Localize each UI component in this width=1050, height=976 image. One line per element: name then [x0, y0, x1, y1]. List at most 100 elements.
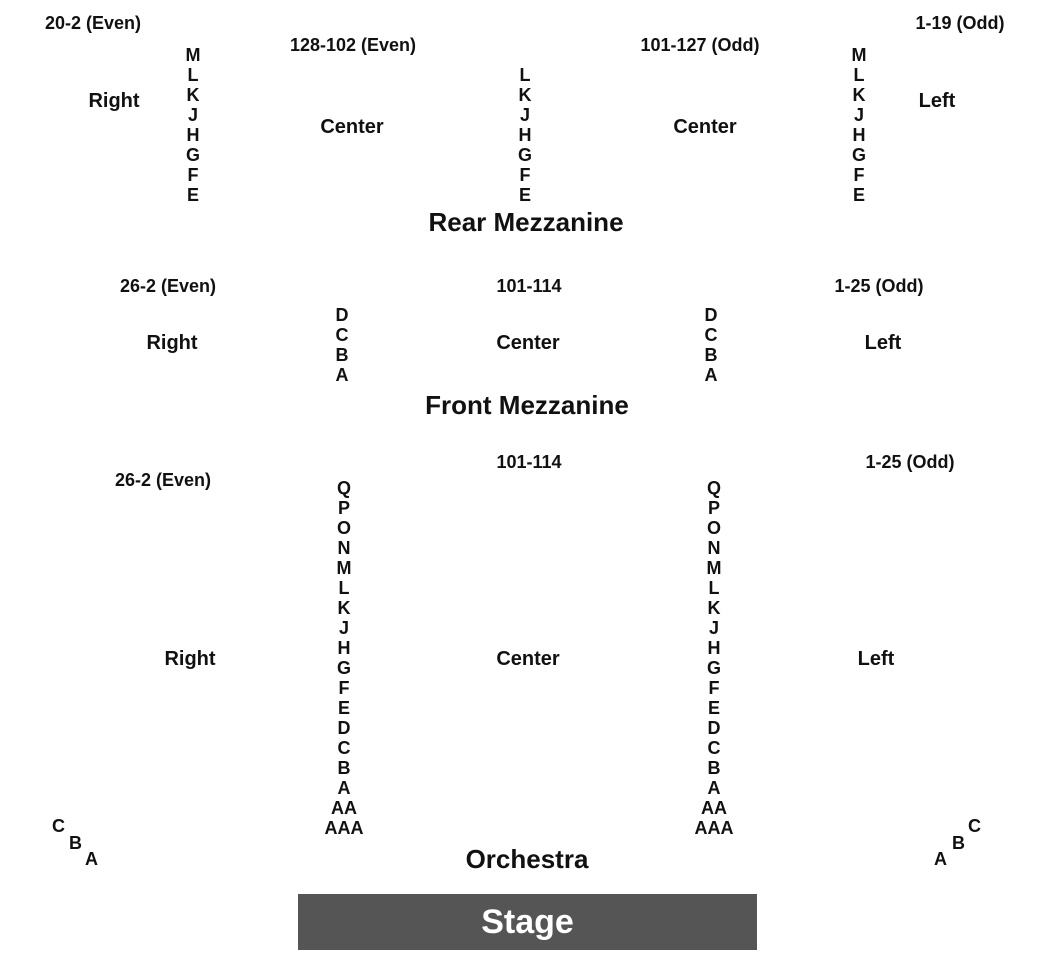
orchestra-box-right-row-c: C [52, 816, 65, 836]
rear-mezz-area-right: Right [88, 90, 140, 112]
row-label: D [704, 305, 718, 325]
row-label: L [853, 65, 865, 85]
front-mezz-range-right: 26-2 (Even) [119, 276, 217, 296]
row-label: A [335, 365, 349, 385]
row-label: B [337, 758, 351, 778]
row-label: F [519, 165, 531, 185]
row-label: L [187, 65, 199, 85]
row-label: K [518, 85, 532, 105]
row-label: E [337, 698, 350, 718]
orchestra-box-right-row-b: B [69, 833, 82, 853]
row-label: G [185, 145, 200, 165]
row-label: J [708, 618, 719, 638]
front-mezz-area-right: Right [146, 332, 198, 354]
rear-mezz-range-center-right: 128-102 (Even) [289, 35, 417, 55]
row-label: G [336, 658, 351, 678]
row-label: M [851, 45, 867, 65]
row-label: M [336, 558, 352, 578]
row-label: L [708, 578, 720, 598]
front-mezz-area-center: Center [496, 332, 560, 354]
row-label: AA [701, 798, 727, 818]
rear-mezz-area-center-left: Center [673, 116, 737, 138]
row-label: E [186, 185, 199, 205]
row-label: J [187, 105, 198, 125]
row-label: D [707, 718, 721, 738]
rear-mezz-area-center-right: Center [320, 116, 384, 138]
row-label: F [708, 678, 720, 698]
row-label: A [704, 365, 718, 385]
row-label: H [186, 125, 200, 145]
row-label: J [338, 618, 349, 638]
row-label: D [337, 718, 351, 738]
row-label: M [185, 45, 201, 65]
rear-mezz-area-left: Left [918, 90, 956, 112]
stage: Stage [298, 894, 757, 950]
row-label: G [851, 145, 866, 165]
row-label: A [707, 778, 721, 798]
row-label: K [852, 85, 866, 105]
row-label: F [187, 165, 199, 185]
row-label: E [707, 698, 720, 718]
rear-mezz-range-right-outer: 20-2 (Even) [44, 13, 142, 33]
row-label: B [335, 345, 349, 365]
row-label: J [519, 105, 531, 125]
orchestra-box-left-row-c: C [968, 816, 981, 836]
row-label: K [337, 598, 351, 618]
row-label: N [337, 538, 351, 558]
row-label: C [704, 325, 718, 345]
rear-mezz-range-left-outer: 1-19 (Odd) [915, 13, 1005, 33]
row-label: C [335, 325, 349, 345]
row-label: J [853, 105, 864, 125]
row-label: Q [706, 478, 721, 498]
front-mezz-range-left: 1-25 (Odd) [834, 276, 924, 296]
row-label: C [707, 738, 721, 758]
orchestra-area-left: Left [857, 648, 895, 670]
row-label: E [852, 185, 865, 205]
row-label: Q [336, 478, 351, 498]
row-label: G [517, 145, 533, 165]
row-label: D [335, 305, 349, 325]
row-label: E [518, 185, 532, 205]
row-label: B [707, 758, 721, 778]
row-label: K [707, 598, 721, 618]
rear-mezzanine-title: Rear Mezzanine [428, 207, 624, 237]
row-label: G [706, 658, 721, 678]
front-mezzanine-title: Front Mezzanine [425, 390, 629, 420]
row-label: F [853, 165, 865, 185]
row-label: F [338, 678, 350, 698]
row-label: M [706, 558, 722, 578]
orchestra-box-left-row-a: A [934, 849, 947, 869]
row-label: N [707, 538, 721, 558]
orchestra-area-center: Center [496, 648, 560, 670]
rear-mezz-range-center-left: 101-127 (Odd) [640, 35, 760, 55]
row-label: P [337, 498, 350, 518]
row-label: AAA [324, 818, 364, 838]
stage-label: Stage [481, 902, 574, 941]
orchestra-range-center: 101-114 [496, 452, 562, 472]
row-label: A [337, 778, 351, 798]
orchestra-range-left: 1-25 (Odd) [865, 452, 955, 472]
row-label: L [519, 65, 531, 85]
row-label: H [337, 638, 351, 658]
row-label: P [707, 498, 720, 518]
orchestra-area-right: Right [164, 648, 216, 670]
row-label: B [704, 345, 718, 365]
row-label: L [338, 578, 350, 598]
orchestra-range-right: 26-2 (Even) [114, 470, 212, 490]
orchestra-box-right-row-a: A [85, 849, 98, 869]
orchestra-title: Orchestra [465, 844, 589, 874]
front-mezz-area-left: Left [864, 332, 902, 354]
row-label: O [336, 518, 351, 538]
row-label: H [852, 125, 866, 145]
row-label: H [518, 125, 532, 145]
orchestra-box-left-row-b: B [952, 833, 965, 853]
row-label: K [186, 85, 200, 105]
row-label: AA [331, 798, 357, 818]
